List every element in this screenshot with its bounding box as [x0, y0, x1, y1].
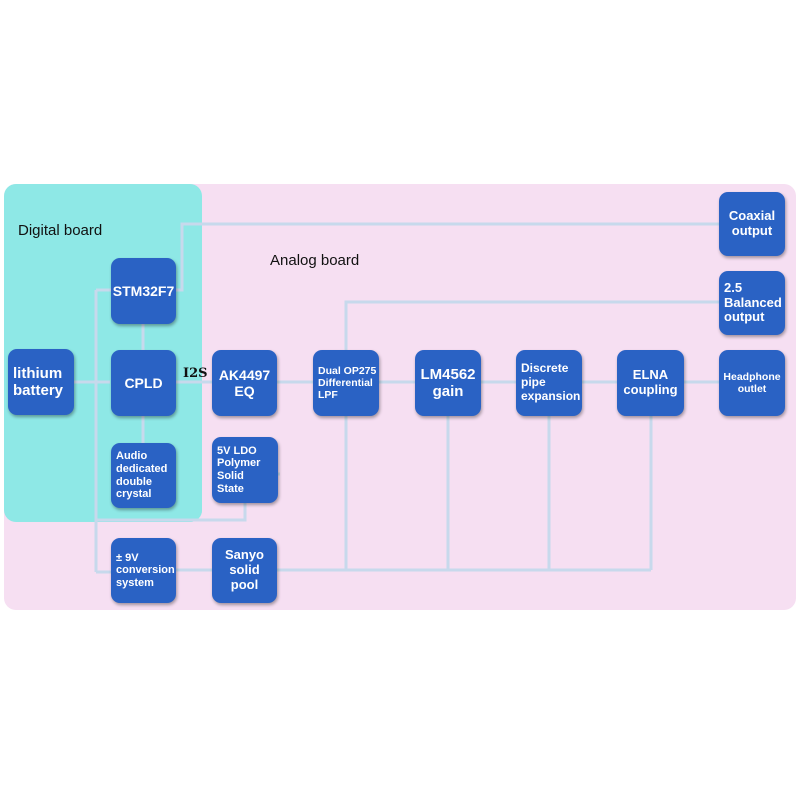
coaxial-output-block: Coaxial output — [719, 192, 785, 256]
ak4497-eq-block: AK4497 EQ — [212, 350, 277, 416]
analog-board-label: Analog board — [270, 252, 360, 269]
headphone-outlet-block: Headphone outlet — [719, 350, 785, 416]
ldo-block: 5V LDO Polymer Solid State — [212, 437, 278, 503]
wire-digital-bus — [94, 288, 111, 572]
audio-crystal-block: Audio dedicated double crystal — [111, 443, 176, 508]
wire-op275-balanced — [344, 300, 719, 350]
balanced-output-block: 2.5 Balanced output — [719, 271, 785, 335]
sanyo-solid-pool-block: Sanyo solid pool — [212, 538, 277, 603]
cpld-block: CPLD — [111, 350, 176, 416]
op275-lpf-block: Dual OP275 Differential LPF — [313, 350, 379, 416]
elna-coupling-block: ELNA coupling — [617, 350, 684, 416]
stm32f7-block: STM32F7 — [111, 258, 176, 324]
conversion-system-block: ± 9V conversion system — [111, 538, 176, 603]
i2s-label: I2S — [183, 366, 208, 381]
digital-board-label: Digital board — [18, 222, 103, 239]
wire-stm32-coaxial — [176, 222, 719, 292]
discrete-pipe-block: Discrete pipe expansion — [516, 350, 582, 416]
lithium-battery-block: lithium battery — [8, 349, 74, 415]
lm4562-gain-block: LM4562 gain — [415, 350, 481, 416]
